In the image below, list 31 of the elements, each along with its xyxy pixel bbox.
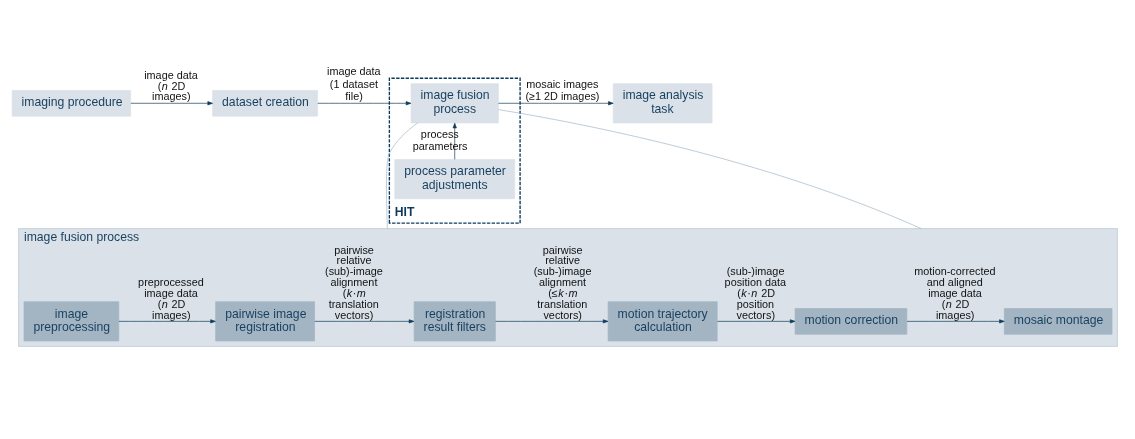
- edge-label: preprocessed image data (n 2D images): [138, 275, 204, 321]
- node-box: pairwise image registration: [215, 300, 315, 341]
- edge-label: motion-corrected and aligned image data (n 2D images): [914, 264, 996, 321]
- edge-label: mosaic images (≥1 2D images): [525, 77, 600, 102]
- arrow: [495, 318, 609, 323]
- arrow: [452, 122, 457, 160]
- node-box: dataset creation: [212, 89, 318, 116]
- node-box: motion trajectory calculation: [607, 300, 718, 341]
- arrow: [118, 318, 216, 323]
- arrow: [717, 318, 796, 323]
- node-box: motion correction: [794, 307, 908, 335]
- node-box: process parameter adjustments: [394, 158, 515, 199]
- edge-label: pairwise relative (sub)-image alignment (k·m translation vectors): [325, 243, 383, 321]
- arrow: [906, 318, 1005, 323]
- edge-label: image data (n 2D images): [144, 68, 198, 102]
- edge-label: (sub-)image position data (k·n 2D position vectors): [724, 264, 787, 321]
- edge-label: pairwise relative (sub-)image alignment (≤k·m translation vectors): [533, 243, 592, 321]
- connector: [498, 108, 922, 229]
- arrow: [314, 318, 415, 323]
- node-box: image analysis task: [612, 82, 713, 123]
- node-box: imaging procedure: [11, 89, 131, 116]
- arrow: [317, 100, 412, 105]
- arrow: [498, 100, 614, 105]
- edge-label: image data (1 dataset file): [327, 64, 381, 102]
- arrow: [130, 100, 213, 105]
- node-box: registration result filters: [413, 300, 496, 341]
- edge-label: process parameters: [412, 127, 468, 152]
- connector: [386, 122, 418, 229]
- node-box: image preprocessing: [23, 300, 120, 341]
- node-box: image fusion process: [410, 82, 499, 123]
- node-box: mosaic montage: [1004, 307, 1113, 335]
